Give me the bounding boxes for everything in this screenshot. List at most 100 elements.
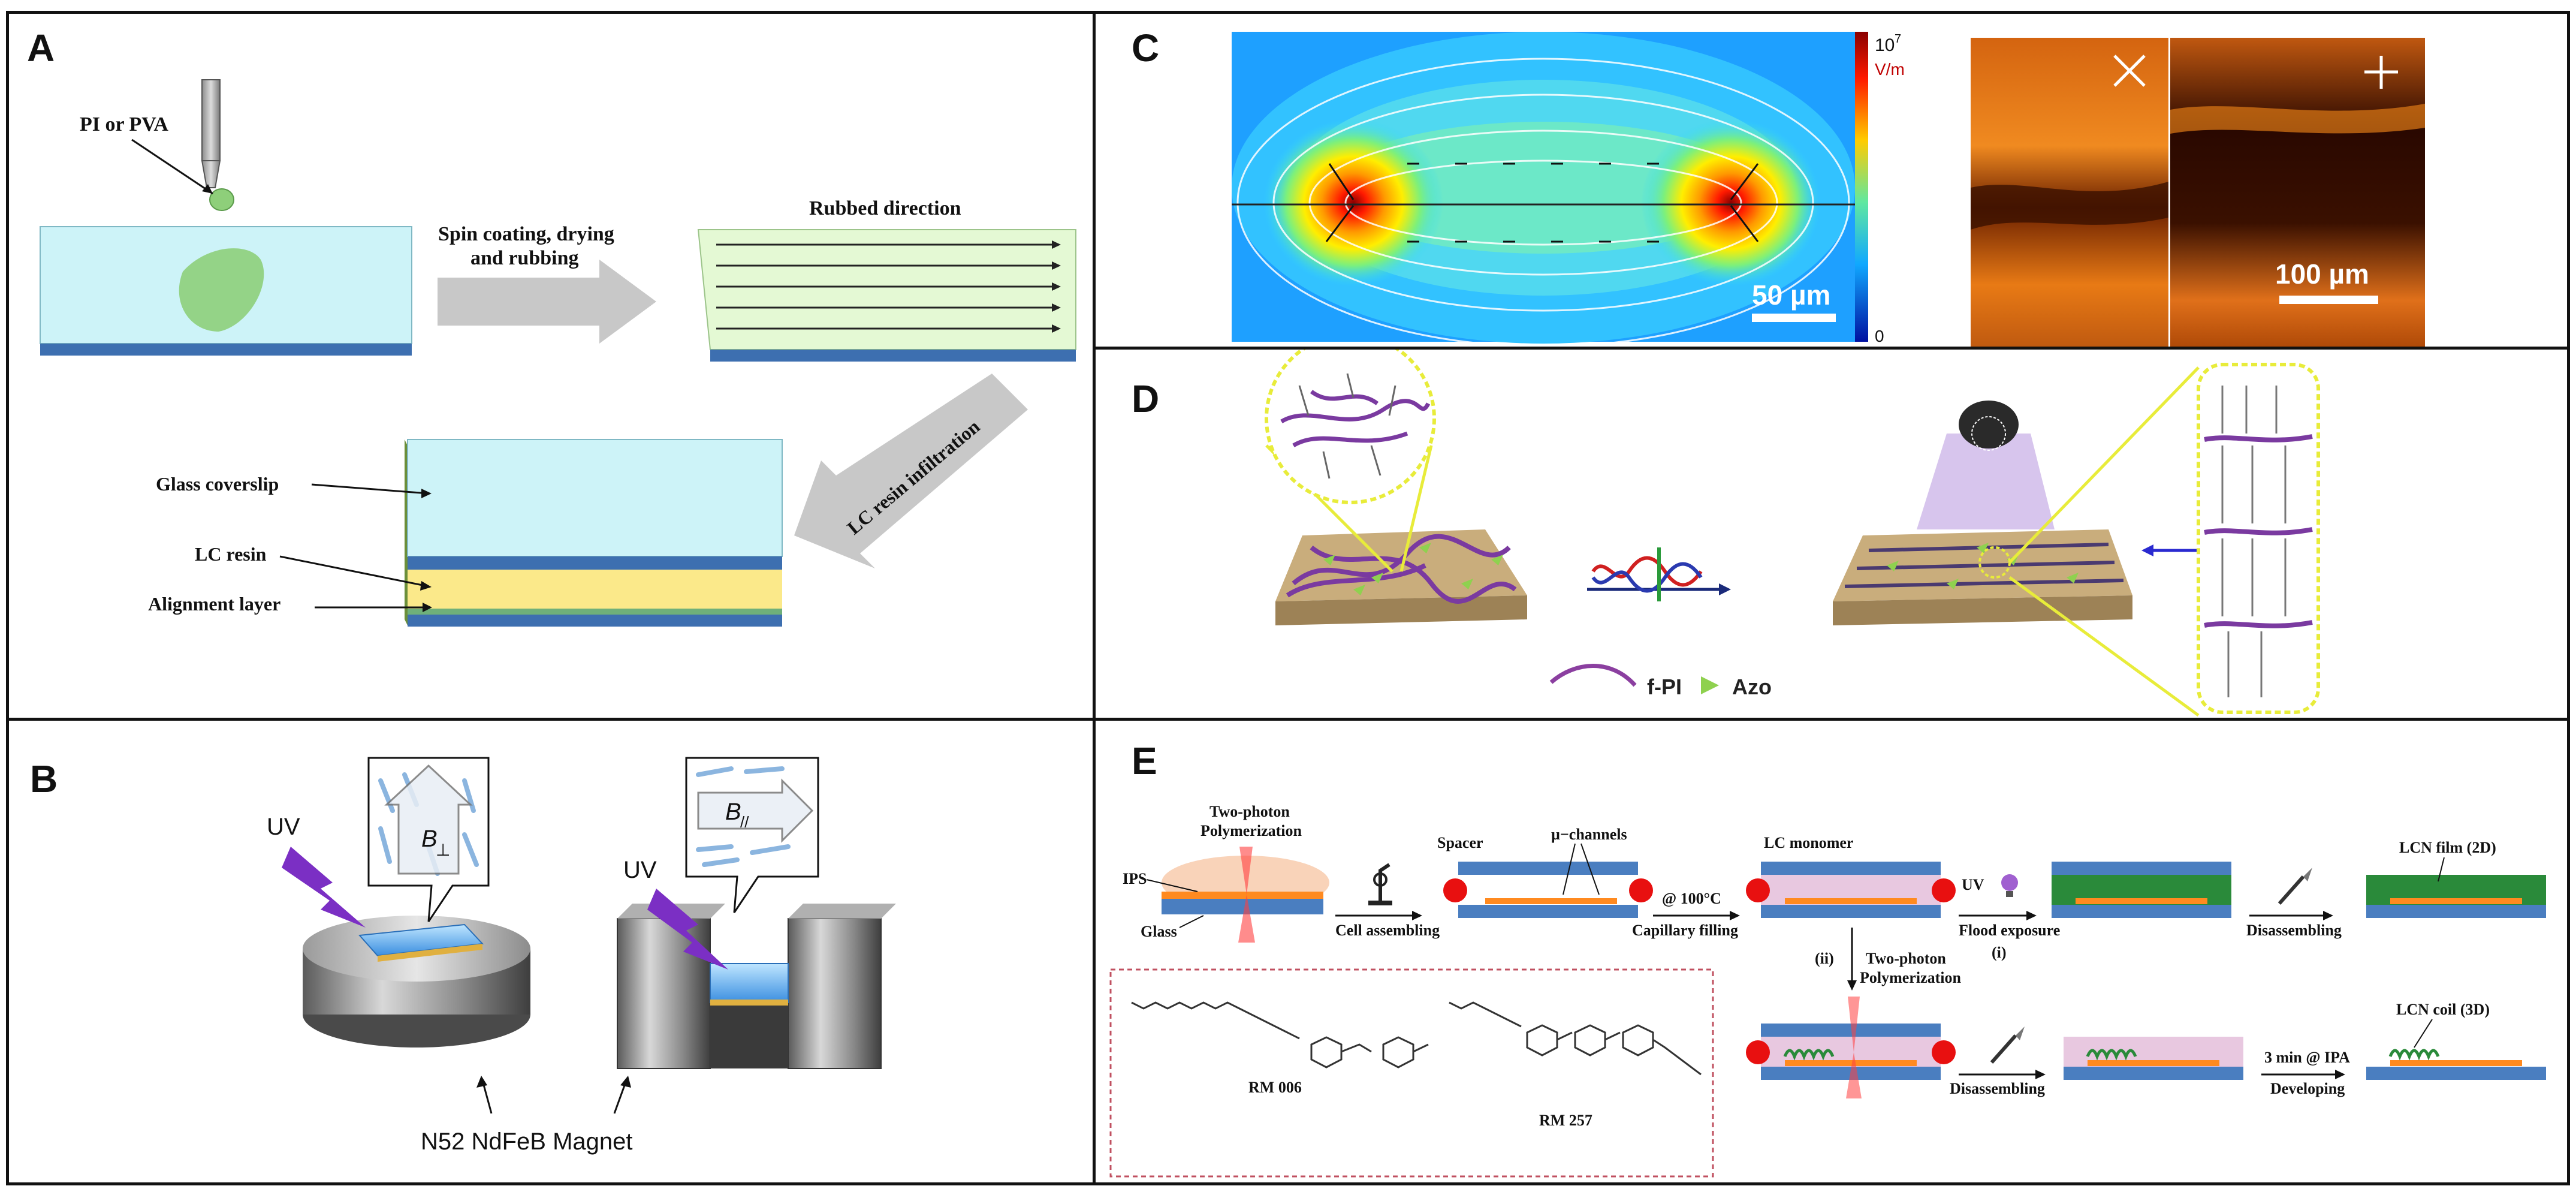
uv-bolt-right xyxy=(647,889,728,970)
svg-text:UV: UV xyxy=(1962,876,1984,893)
scalpel-icon-2 xyxy=(1990,1027,2025,1064)
label-magnet: N52 NdFeB Magnet xyxy=(421,1128,633,1155)
scale-label-100um: 100 µm xyxy=(2275,258,2369,290)
slab-aligned xyxy=(1833,434,2132,625)
panel-a: A PI or PVA Spin coating, drying and rub… xyxy=(6,11,1096,721)
rubbed-substrate xyxy=(697,229,1076,362)
glass-substrate xyxy=(40,226,412,356)
scale-bar-100um xyxy=(2279,296,2378,304)
panel-b-diagram: UV B ⊥ UV xyxy=(267,757,896,1155)
svg-text:(ii): (ii) xyxy=(1815,950,1834,967)
svg-text:7: 7 xyxy=(1895,32,1901,46)
svg-text:Developing: Developing xyxy=(2270,1080,2345,1097)
panel-b: B UV xyxy=(6,718,1096,1185)
label-glass-coverslip: Glass coverslip xyxy=(156,473,279,495)
callout-perpendicular: B ⊥ xyxy=(367,757,490,922)
pom-image-left xyxy=(1971,38,2168,347)
disc-magnet xyxy=(303,916,530,1047)
lc-cell-stack xyxy=(405,439,783,627)
arrow-spin-coating xyxy=(438,260,656,344)
callout-parallel: B // xyxy=(685,757,819,913)
label-pi-pva: PI or PVA xyxy=(80,113,168,136)
svg-text:Flood exposure: Flood exposure xyxy=(1959,922,2060,939)
label-spin-coating: Spin coating, drying xyxy=(438,223,614,245)
svg-text:Disassembling: Disassembling xyxy=(1950,1080,2045,1097)
panel-d: D xyxy=(1093,347,2570,721)
rm257-structure xyxy=(1449,1001,1702,1076)
panel-a-label: A xyxy=(27,26,55,70)
svg-text://: // xyxy=(740,813,749,831)
step-cell-assembled xyxy=(1443,862,1653,918)
svg-text:µ−channels: µ−channels xyxy=(1551,826,1627,843)
label-rubbed-direction: Rubbed direction xyxy=(809,197,961,219)
step-ips-substrate xyxy=(1162,847,1329,943)
step-filled-cell xyxy=(1746,862,1956,918)
svg-text:Polymerization: Polymerization xyxy=(1860,969,1961,986)
panel-a-diagram: PI or PVA Spin coating, drying and rubbi… xyxy=(40,79,1076,627)
svg-text:IPS: IPS xyxy=(1123,870,1147,887)
label-uv-right: UV xyxy=(623,857,657,883)
svg-text:Two-photon: Two-photon xyxy=(1866,950,1946,967)
uv-lamp xyxy=(1959,401,2019,448)
zoom-circle-left xyxy=(1265,350,1436,504)
bulb-icon xyxy=(2001,874,2018,897)
step-coil-writing xyxy=(1746,997,1956,1098)
svg-text:@ 100°C: @ 100°C xyxy=(1662,890,1721,907)
panel-e: E Two-photon Polymerization IPS Glass Ce… xyxy=(1093,718,2570,1185)
scalpel-icon-1 xyxy=(2278,868,2312,905)
panel-e-label: E xyxy=(1132,739,1157,782)
step-exposed-cell xyxy=(2052,862,2231,918)
droplet xyxy=(209,188,234,211)
svg-text:Polymerization: Polymerization xyxy=(1200,822,1302,839)
panel-c: C xyxy=(1093,11,2570,350)
polarized-light xyxy=(1587,547,1731,601)
slab-unaligned xyxy=(1275,529,1527,625)
block-magnet xyxy=(617,904,896,1069)
legend-azo-marker xyxy=(1701,676,1719,694)
svg-text:LCN coil (3D): LCN coil (3D) xyxy=(2396,1001,2490,1018)
label-rm006: RM 006 xyxy=(1248,1079,1302,1096)
svg-text:Two-photon: Two-photon xyxy=(1209,803,1290,820)
colorbar-unit: V/m xyxy=(1875,60,1905,79)
legend-azo-label: Azo xyxy=(1732,675,1772,699)
chemical-structures-box xyxy=(1109,968,1714,1178)
panel-c-label: C xyxy=(1132,26,1160,70)
dispenser-nozzle xyxy=(201,79,221,161)
label-alignment-layer: Alignment layer xyxy=(148,593,280,615)
label-and-rubbing: and rubbing xyxy=(470,247,579,269)
svg-text:⊥: ⊥ xyxy=(436,841,450,859)
svg-text:LC monomer: LC monomer xyxy=(1764,834,1853,851)
colorbar-max: 10 xyxy=(1875,35,1895,55)
uv-bolt-left xyxy=(282,847,366,928)
colorbar xyxy=(1855,32,1868,342)
zoom-box-right xyxy=(2197,363,2320,714)
svg-text:Spacer: Spacer xyxy=(1437,834,1483,851)
lcn-coil xyxy=(2366,1049,2546,1080)
scale-label-50um: 50 µm xyxy=(1752,279,1830,311)
svg-text:(i): (i) xyxy=(1992,944,2007,961)
field-simulation: 50 µm xyxy=(1232,32,1855,347)
panel-b-label: B xyxy=(30,757,58,800)
step-disassembled xyxy=(2064,1037,2243,1080)
rm006-structure xyxy=(1131,1001,1429,1068)
panel-d-label: D xyxy=(1132,377,1160,420)
svg-text:Disassembling: Disassembling xyxy=(2246,922,2342,939)
label-rm257: RM 257 xyxy=(1539,1112,1592,1129)
panel-c-diagram: 50 µm 10 7 V/m 0 100 µm xyxy=(1232,32,2425,347)
colorbar-min: 0 xyxy=(1875,327,1884,345)
svg-text:B: B xyxy=(725,799,741,825)
svg-text:3 min @ IPA: 3 min @ IPA xyxy=(2264,1049,2350,1066)
pom-image-right: 100 µm xyxy=(2170,38,2425,347)
svg-text:B: B xyxy=(421,826,438,852)
panel-d-diagram: f-PI Azo xyxy=(1265,350,2320,717)
svg-text:Glass: Glass xyxy=(1141,923,1177,940)
lcn-film xyxy=(2366,875,2546,918)
svg-text:Cell assembling: Cell assembling xyxy=(1335,922,1440,939)
scale-bar-50um xyxy=(1752,314,1836,322)
legend-fpi-label: f-PI xyxy=(1647,675,1682,699)
arrow-infiltration xyxy=(794,374,1028,568)
svg-text:LCN film (2D): LCN film (2D) xyxy=(2399,839,2496,856)
svg-text:Capillary filling: Capillary filling xyxy=(1632,922,1738,939)
label-lc-resin: LC resin xyxy=(195,543,267,565)
microscope-icon xyxy=(1368,863,1392,905)
